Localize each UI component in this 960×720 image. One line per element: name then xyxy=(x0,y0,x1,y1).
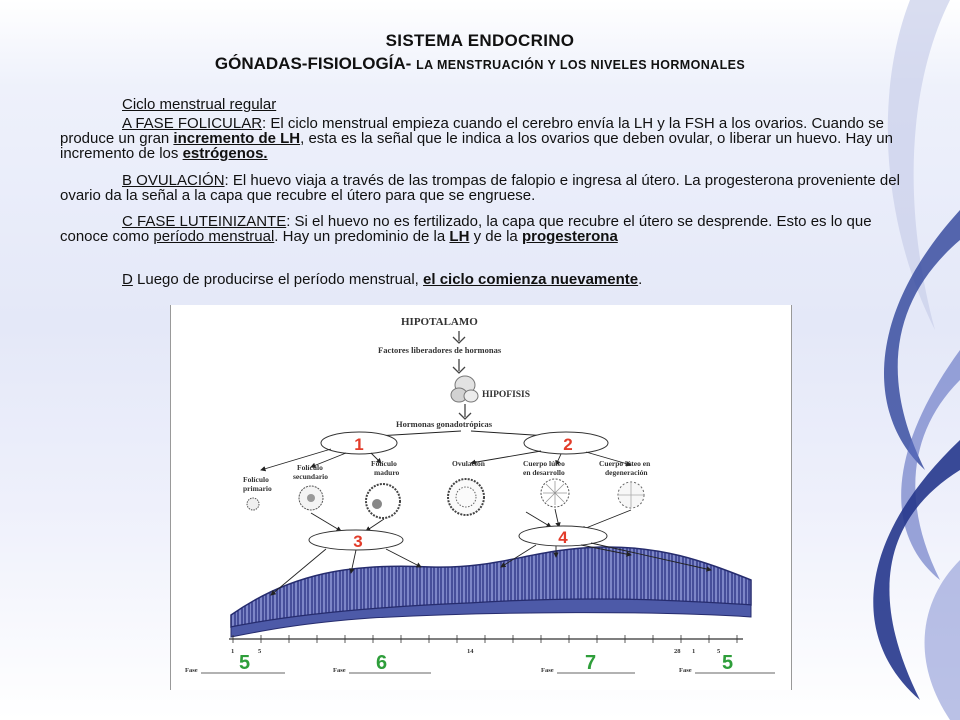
arrows-to-3-4 xyxy=(310,508,632,532)
fase-number-4: 5 xyxy=(722,652,733,674)
tick-5: 5 xyxy=(258,648,262,655)
gonadotropicas-label: Hormonas gonadotrópicas xyxy=(396,419,493,429)
phase-row: Fase 5 Fase 6 Fase 7 Fase 5 xyxy=(185,652,775,674)
folic-secundario-l2: secundario xyxy=(293,472,328,481)
fase-luteinizante-text-b: . Hay un predominio de la xyxy=(274,228,450,245)
fase-luteinizante-text-a: : Si el huevo no es fertilizado, la capa… xyxy=(60,213,872,245)
progesterona-link[interactable]: progesterona xyxy=(521,228,618,245)
ovulacion-link[interactable]: B OVULACIÓN xyxy=(122,172,225,189)
cuerpo-degeneracion-l2: degeneración xyxy=(605,468,648,477)
decorative-swoosh xyxy=(873,0,960,720)
d-link[interactable]: D xyxy=(122,271,133,288)
fase-number-3: 7 xyxy=(585,652,596,674)
tick-1b: 1 xyxy=(692,648,695,655)
fase-label-1: Fase xyxy=(185,667,198,674)
arrow-1 xyxy=(452,331,466,344)
ellipse-2 xyxy=(523,431,609,455)
paragraph-ovulacion: B OVULACIÓN: El huevo viaja a través de … xyxy=(60,173,910,203)
tick-1: 1 xyxy=(231,648,234,655)
hipotalamo-label: HIPOTALAMO xyxy=(401,316,478,328)
paragraph-ciclo-nuevamente: D Luego de producirse el período menstru… xyxy=(60,272,910,287)
fase-folicular-text-a: : El ciclo menstrual empieza cuando el c… xyxy=(60,115,885,147)
subtitle-small: LA MENSTRUACIÓN Y LOS NIVELES HORMONALES xyxy=(416,58,746,72)
endometrium-band xyxy=(230,546,752,638)
ciclo-text-b: . xyxy=(638,271,643,288)
fase-folicular-link[interactable]: A FASE FOLICULAR xyxy=(122,115,263,132)
number-3: 3 xyxy=(353,532,362,551)
fase-label-3: Fase xyxy=(541,667,554,674)
folic-maduro-l2: maduro xyxy=(374,468,400,477)
incremento-lh-link[interactable]: incremento de LH xyxy=(173,130,301,147)
menstrual-cycle-figure: HIPOTALAMO Factores liberadores de hormo… xyxy=(170,305,792,690)
ciclo-text-a: Luego de producirse el período menstrual… xyxy=(132,271,424,288)
ellipse-4 xyxy=(518,525,608,547)
cuerpo-degeneracion-l1: Cuerpo lúteo en xyxy=(599,459,651,468)
hipofisis-gland-icon xyxy=(450,375,479,403)
paragraph-heading: Ciclo menstrual regular xyxy=(60,97,910,112)
ovulacion-fig-label: Ovulación xyxy=(452,459,486,468)
folic-primario-l2: primario xyxy=(243,484,272,493)
ovulacion-text: : El huevo viaja a través de las trompas… xyxy=(60,172,900,204)
follicle-drawings xyxy=(246,478,645,519)
factores-label: Factores liberadores de hormonas xyxy=(378,345,502,355)
tick-14: 14 xyxy=(467,648,474,655)
number-4: 4 xyxy=(558,528,568,547)
fase-folicular-text-b: , esta es la señal que le indica a los o… xyxy=(60,130,893,162)
tick-5b: 5 xyxy=(717,648,721,655)
periodo-menstrual-link[interactable]: período menstrual xyxy=(153,228,275,245)
hipofisis-label: HIPOFISIS xyxy=(482,390,530,400)
arrow-3 xyxy=(458,404,472,420)
ciclo-menstrual-link[interactable]: Ciclo menstrual regular xyxy=(122,96,277,113)
number-1: 1 xyxy=(354,435,363,454)
fase-luteinizante-link[interactable]: C FASE LUTEINIZANTE xyxy=(122,213,287,230)
folic-maduro-l1: Folículo xyxy=(371,459,397,468)
folic-primario-l1: Folículo xyxy=(243,475,269,484)
fase-number-1: 5 xyxy=(239,652,250,674)
fase-label-4: Fase xyxy=(679,667,692,674)
fase-luteinizante-text-c: y de la xyxy=(469,228,522,245)
ciclo-comienza-link[interactable]: el ciclo comienza nuevamente xyxy=(423,271,639,288)
cuerpo-desarrollo-l1: Cuerpo lúteo xyxy=(523,459,565,468)
number-2: 2 xyxy=(563,435,572,454)
fase-number-2: 6 xyxy=(376,652,387,674)
folic-secundario-l1: Folículo xyxy=(297,463,323,472)
cuerpo-desarrollo-l2: en desarrollo xyxy=(523,468,565,477)
subtitle-main: GÓNADAS-FISIOLOGÍA- xyxy=(214,54,412,73)
day-timeline: 1 5 14 28 1 5 xyxy=(229,635,743,655)
tick-28: 28 xyxy=(674,648,681,655)
arrow-2 xyxy=(452,359,466,374)
fase-label-2: Fase xyxy=(333,667,346,674)
estrogenos-link[interactable]: estrógenos. xyxy=(182,145,268,162)
follicle-arrows xyxy=(260,448,632,472)
paragraph-fase-folicular: A FASE FOLICULAR: El ciclo menstrual emp… xyxy=(60,116,910,161)
page-subtitle: GÓNADAS-FISIOLOGÍA- LA MENSTRUACIÓN Y LO… xyxy=(0,54,960,74)
page-title: SISTEMA ENDOCRINO xyxy=(385,31,575,50)
lh-link[interactable]: LH xyxy=(449,228,470,245)
ellipse-1 xyxy=(320,431,398,455)
paragraph-fase-luteinizante: C FASE LUTEINIZANTE: Si el huevo no es f… xyxy=(60,214,910,244)
arrows-to-endometrium xyxy=(270,542,712,596)
